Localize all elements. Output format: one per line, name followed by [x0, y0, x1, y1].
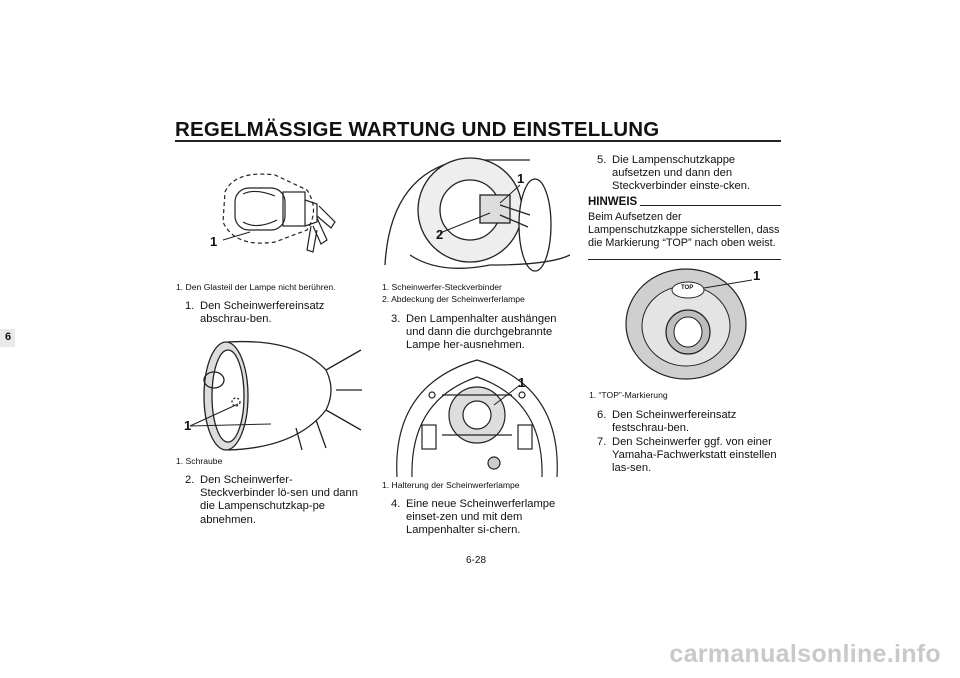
step-number: 7.	[597, 436, 607, 448]
note-title: HINWEIS	[588, 196, 638, 208]
step-text: Den Scheinwerfereinsatz festschrau-ben.	[612, 409, 737, 435]
figure-label: 1	[518, 375, 526, 390]
note-box: HINWEIS Beim Aufsetzen der Lampenschutzk…	[588, 196, 781, 260]
step-number: 2.	[185, 474, 195, 486]
figure-bulb-holder: 1	[382, 355, 572, 477]
figure-connector: 1 2	[380, 155, 570, 280]
step-text: Den Lampenhalter aushängen und dann die …	[406, 313, 557, 352]
step-text: Eine neue Scheinwerferlampe einset-zen u…	[406, 498, 556, 537]
figure-label: 1	[753, 268, 761, 283]
figure-label: 1	[210, 234, 218, 249]
note-bottom-rule	[588, 258, 781, 260]
step-item: 7. Den Scheinwerfer ggf. von einer Yamah…	[597, 436, 782, 476]
step-text: Die Lampenschutzkappe aufsetzen und dann…	[612, 154, 751, 193]
step-number: 4.	[391, 498, 401, 510]
bulb-holder-illustration	[396, 359, 558, 477]
note-text: Beim Aufsetzen der Lampenschutzkappe sic…	[588, 211, 780, 250]
figure-caption: 2. Abdeckung der Scheinwerferlampe	[382, 294, 525, 304]
bulb-illustration	[222, 173, 336, 253]
step-number: 3.	[391, 313, 401, 325]
figure-caption: 1. Den Glasteil der Lampe nicht berühren…	[176, 282, 336, 292]
figure-label: 1	[517, 171, 525, 186]
page-number: 6-28	[466, 555, 487, 566]
figure-headlight-housing: 1	[176, 330, 364, 452]
protective-cap-illustration	[625, 268, 753, 380]
header-rule	[175, 140, 781, 142]
step-item: 5. Die Lampenschutzkappe aufsetzen und d…	[597, 154, 782, 194]
figure-bulb: 1	[195, 160, 360, 270]
figure-caption: 1. Scheinwerfer-Steckverbinder	[382, 282, 502, 292]
step-number: 5.	[597, 154, 607, 166]
step-item: 2. Den Scheinwerfer-Steckverbinder lö-se…	[185, 474, 363, 527]
watermark: carmanualsonline.info	[669, 640, 941, 668]
connector-illustration	[384, 157, 570, 272]
figure-label: 2	[436, 227, 444, 242]
headlight-illustration	[189, 340, 362, 451]
step-number: 1.	[185, 300, 195, 312]
step-item: 4. Eine neue Scheinwerferlampe einset-ze…	[391, 498, 571, 538]
step-item: 6. Den Scheinwerfereinsatz festschrau-be…	[597, 409, 782, 435]
figure-protective-cap: TOP 1	[590, 268, 770, 383]
step-item: 3. Den Lampenhalter aushängen und dann d…	[391, 313, 571, 353]
chapter-tab	[0, 329, 15, 347]
chapter-number: 6	[5, 331, 12, 343]
figure-caption: 1. “TOP”-Markierung	[589, 390, 668, 400]
step-text: Den Scheinwerfereinsatz abschrau-ben.	[200, 300, 325, 326]
step-text: Den Scheinwerfer ggf. von einer Yamaha-F…	[612, 436, 777, 475]
note-rule	[640, 204, 781, 206]
figure-caption: 1. Halterung der Scheinwerferlampe	[382, 480, 520, 490]
figure-label: 1	[184, 418, 192, 433]
figure-caption: 1. Schraube	[176, 456, 223, 466]
step-item: 1. Den Scheinwerfereinsatz abschrau-ben.	[185, 300, 361, 326]
step-text: Den Scheinwerfer-Steckverbinder lö-sen u…	[200, 474, 358, 526]
page-title: REGELMÄSSIGE WARTUNG UND EINSTELLUNG	[175, 118, 660, 141]
top-mark: TOP	[681, 285, 694, 291]
step-number: 6.	[597, 409, 607, 421]
